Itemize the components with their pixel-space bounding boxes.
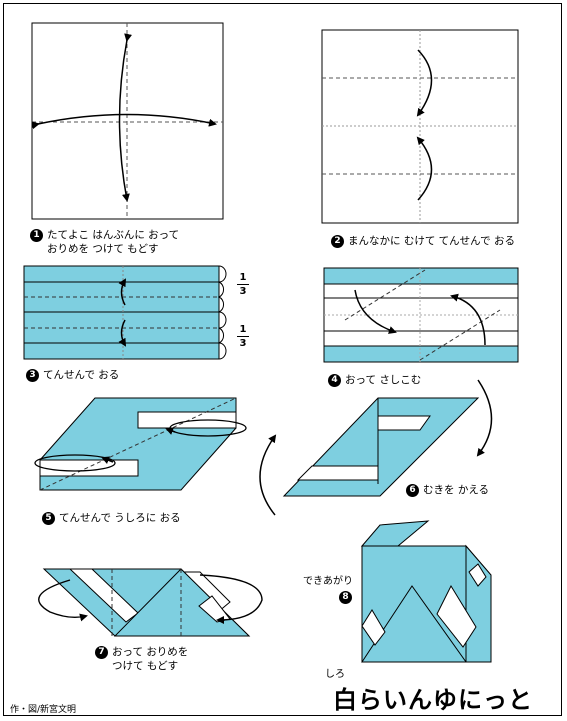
step5-text: てんせんで うしろに おる [59,512,181,524]
step2-number: 2 [331,234,344,248]
step8-figure [360,520,492,663]
step1-figure [31,22,224,220]
shiro-label: しろ [325,669,345,680]
fraction-upper: 1 3 [237,272,249,297]
step6-caption: 6 むきを かえる [406,483,489,497]
step3-text: てんせんで おる [43,369,120,381]
step7-text-line1: おって おりめを [112,646,189,658]
step4-text: おって さしこむ [345,374,422,386]
step5-figure [34,397,247,491]
step4-number: 4 [328,373,341,387]
step4-caption: 4 おって さしこむ [328,373,421,387]
step6-figure [259,379,493,516]
fraction-lower-denominator: 3 [239,338,247,349]
step3-caption: 3 てんせんで おる [26,368,119,382]
page-title: 白らいんゆにっと [333,686,533,714]
credit-text: 作・図/新宮文明 [10,705,77,715]
step7-number: 7 [95,645,108,659]
step5-number: 5 [42,511,55,525]
step2-figure [321,29,519,224]
step1-text-line1: たてよこ はんぶんに おって [47,229,180,241]
fraction-lower: 1 3 [237,324,249,349]
page-frame [3,3,562,716]
step8-number: 8 [339,590,352,604]
step1-number: 1 [30,228,43,242]
step8-label: できあがり [303,576,353,587]
step7-figure [38,568,263,637]
step3-figure [23,265,227,360]
step7-caption: 7 おって おりめを つけて もどす [95,645,188,673]
step5-caption: 5 てんせんで うしろに おる [42,511,181,525]
step1-caption: 1 たてよこ はんぶんに おって おりめを つけて もどす [30,228,179,256]
step2-text: まんなかに むけて てんせんで おる [348,235,515,247]
step8-caption: 8 [339,590,356,604]
step2-caption: 2 まんなかに むけて てんせんで おる [331,234,515,248]
step6-number: 6 [406,483,419,497]
step6-text: むきを かえる [423,484,490,496]
step1-text-line2: おりめを つけて もどす [47,243,159,255]
fraction-lower-numerator: 1 [239,324,247,335]
fraction-upper-denominator: 3 [239,286,247,297]
step7-text-line2: つけて もどす [112,660,179,672]
step4-figure [323,267,519,363]
step3-number: 3 [26,368,39,382]
fraction-upper-numerator: 1 [239,272,247,283]
